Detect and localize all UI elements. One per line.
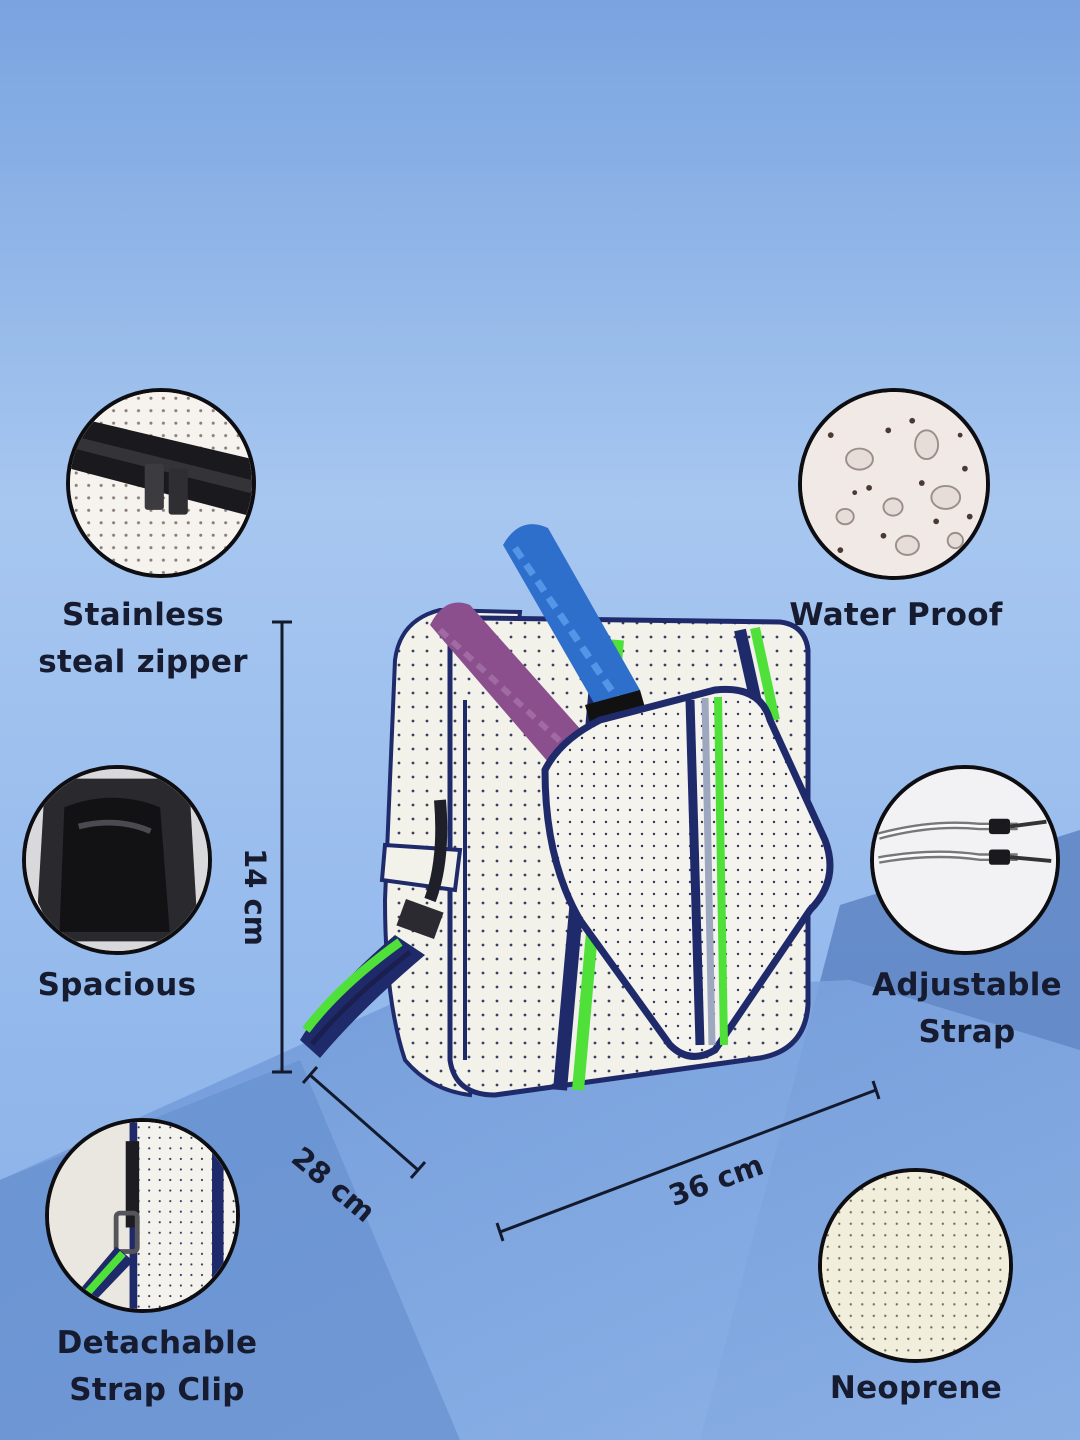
feature-label-water: Water Proof — [780, 592, 1012, 639]
feature-label-zipper: Stainless steal zipper — [20, 592, 266, 686]
feature-label-zipper-line1: Stainless — [61, 597, 224, 633]
feature-label-zipper-line2: steal zipper — [38, 644, 248, 680]
feature-label-spacious-line1: Spacious — [37, 967, 197, 1003]
feature-label-strap-line1: Adjustable — [872, 967, 1062, 1003]
feature-label-clip-line2: Strap Clip — [69, 1372, 245, 1408]
strap-clip-icon — [45, 1118, 240, 1313]
feature-label-spacious: Spacious — [0, 962, 234, 1009]
feature-label-neoprene-line1: Neoprene — [829, 1370, 1003, 1406]
feature-label-clip: Detachable Strap Clip — [30, 1320, 284, 1414]
adjustable-strap-icon — [870, 765, 1060, 955]
feature-label-strap-line2: Strap — [918, 1014, 1016, 1050]
feature-label-clip-line1: Detachable — [56, 1325, 258, 1361]
zipper-icon — [66, 388, 256, 578]
feature-label-strap: Adjustable Strap — [862, 962, 1072, 1056]
height-dimension-label: 14 cm — [237, 848, 272, 946]
feature-label-water-line1: Water Proof — [789, 597, 1003, 633]
feature-label-neoprene: Neoprene — [800, 1365, 1032, 1412]
neoprene-texture-icon — [818, 1168, 1013, 1363]
water-drops-icon — [798, 388, 990, 580]
bag-interior-icon — [22, 765, 212, 955]
